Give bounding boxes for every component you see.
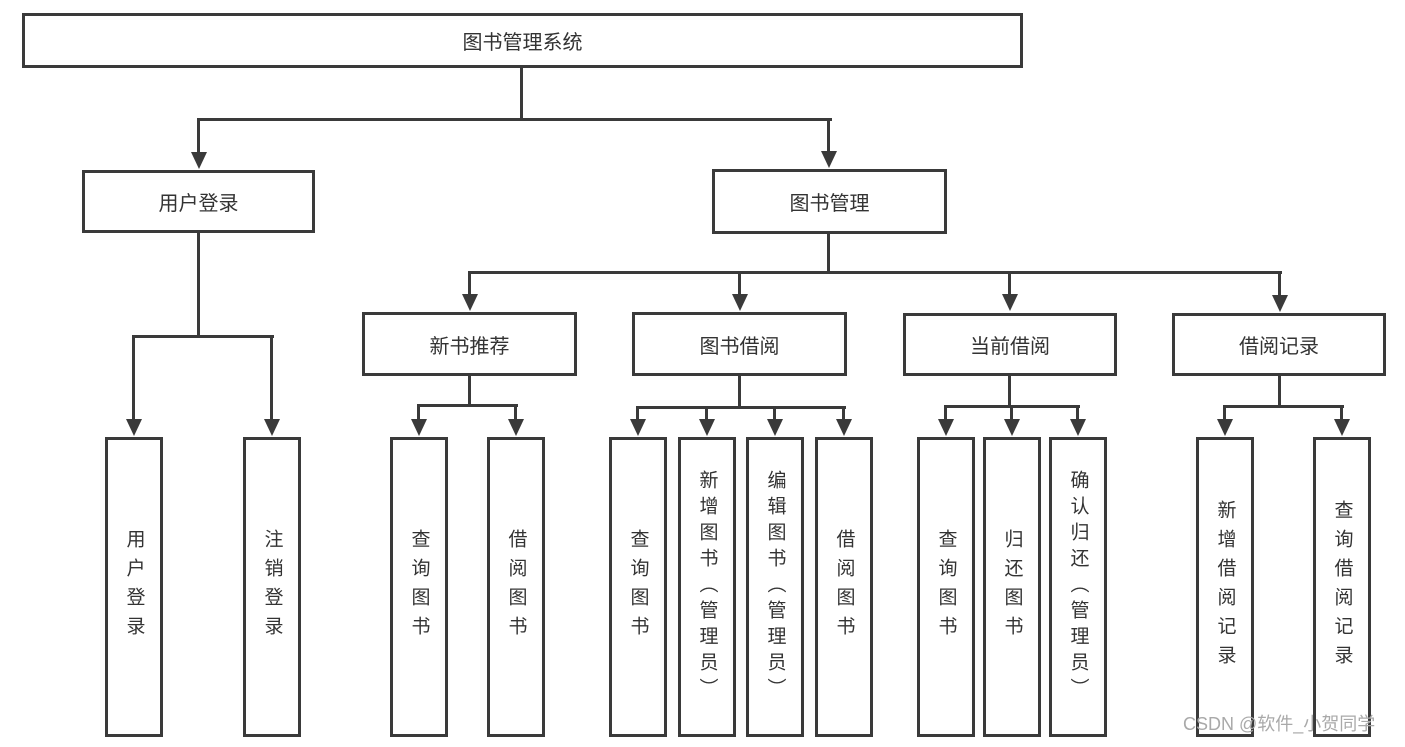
connector-line	[197, 118, 832, 121]
leaf-add-borrow-record: 新增借阅记录	[1196, 437, 1254, 737]
arrow-down-icon	[411, 419, 427, 436]
arrow-down-icon	[126, 419, 142, 436]
watermark: CSDN @软件_小贺同学	[1183, 714, 1376, 734]
connector-line	[468, 271, 471, 296]
connector-line	[197, 233, 200, 338]
leaf-logout: 注销登录	[243, 437, 301, 737]
node-book-borrow: 图书借阅	[632, 312, 847, 376]
connector-line	[417, 404, 518, 407]
node-root: 图书管理系统	[22, 13, 1023, 68]
connector-line	[1278, 271, 1281, 296]
connector-line	[270, 335, 273, 421]
arrow-down-icon	[836, 419, 852, 436]
arrow-down-icon	[1272, 295, 1288, 312]
connector-line	[738, 376, 741, 409]
arrow-down-icon	[767, 419, 783, 436]
arrow-down-icon	[191, 152, 207, 169]
arrow-down-icon	[699, 419, 715, 436]
connector-line	[1010, 405, 1013, 421]
node-borrow-records: 借阅记录	[1172, 313, 1386, 376]
leaf-query-books: 查询图书	[609, 437, 667, 737]
leaf-return-book: 归还图书	[983, 437, 1041, 737]
arrow-down-icon	[1002, 294, 1018, 311]
connector-line	[1008, 376, 1011, 407]
leaf-borrow-books: 借阅图书	[815, 437, 873, 737]
connector-line	[842, 406, 845, 421]
connector-line	[197, 118, 200, 154]
arrow-down-icon	[732, 294, 748, 311]
leaf-query-borrow-record: 查询借阅记录	[1313, 437, 1371, 737]
connector-line	[1223, 405, 1344, 408]
connector-line	[514, 404, 517, 421]
connector-line	[468, 376, 471, 407]
connector-line	[636, 406, 846, 409]
arrow-down-icon	[630, 419, 646, 436]
node-current-borrow: 当前借阅	[903, 313, 1117, 376]
leaf-query-books: 查询图书	[390, 437, 448, 737]
arrow-down-icon	[821, 151, 837, 168]
connector-line	[468, 271, 1282, 274]
arrow-down-icon	[264, 419, 280, 436]
connector-line	[1278, 376, 1281, 407]
node-user-login: 用户登录	[82, 170, 315, 233]
connector-line	[1340, 405, 1343, 421]
connector-line	[132, 335, 135, 421]
arrow-down-icon	[1004, 419, 1020, 436]
leaf-edit-book-admin: 编辑图书（管理员）	[746, 437, 804, 737]
connector-line	[944, 405, 947, 421]
node-new-book-recommend: 新书推荐	[362, 312, 577, 376]
connector-line	[1008, 271, 1011, 296]
node-book-management: 图书管理	[712, 169, 947, 234]
connector-line	[738, 271, 741, 296]
leaf-query-books: 查询图书	[917, 437, 975, 737]
connector-line	[417, 404, 420, 421]
arrow-down-icon	[508, 419, 524, 436]
arrow-down-icon	[938, 419, 954, 436]
connector-line	[636, 406, 639, 421]
leaf-add-book-admin: 新增图书（管理员）	[678, 437, 736, 737]
leaf-user-login: 用户登录	[105, 437, 163, 737]
leaf-confirm-return-admin: 确认归还（管理员）	[1049, 437, 1107, 737]
connector-line	[827, 118, 830, 154]
connector-line	[773, 406, 776, 421]
connector-line	[1223, 405, 1226, 421]
connector-line	[520, 68, 523, 120]
arrow-down-icon	[1217, 419, 1233, 436]
connector-line	[1076, 405, 1079, 421]
connector-line	[132, 335, 274, 338]
arrow-down-icon	[1334, 419, 1350, 436]
connector-line	[705, 406, 708, 421]
connector-line	[827, 234, 830, 274]
leaf-borrow-books: 借阅图书	[487, 437, 545, 737]
arrow-down-icon	[1070, 419, 1086, 436]
arrow-down-icon	[462, 294, 478, 311]
